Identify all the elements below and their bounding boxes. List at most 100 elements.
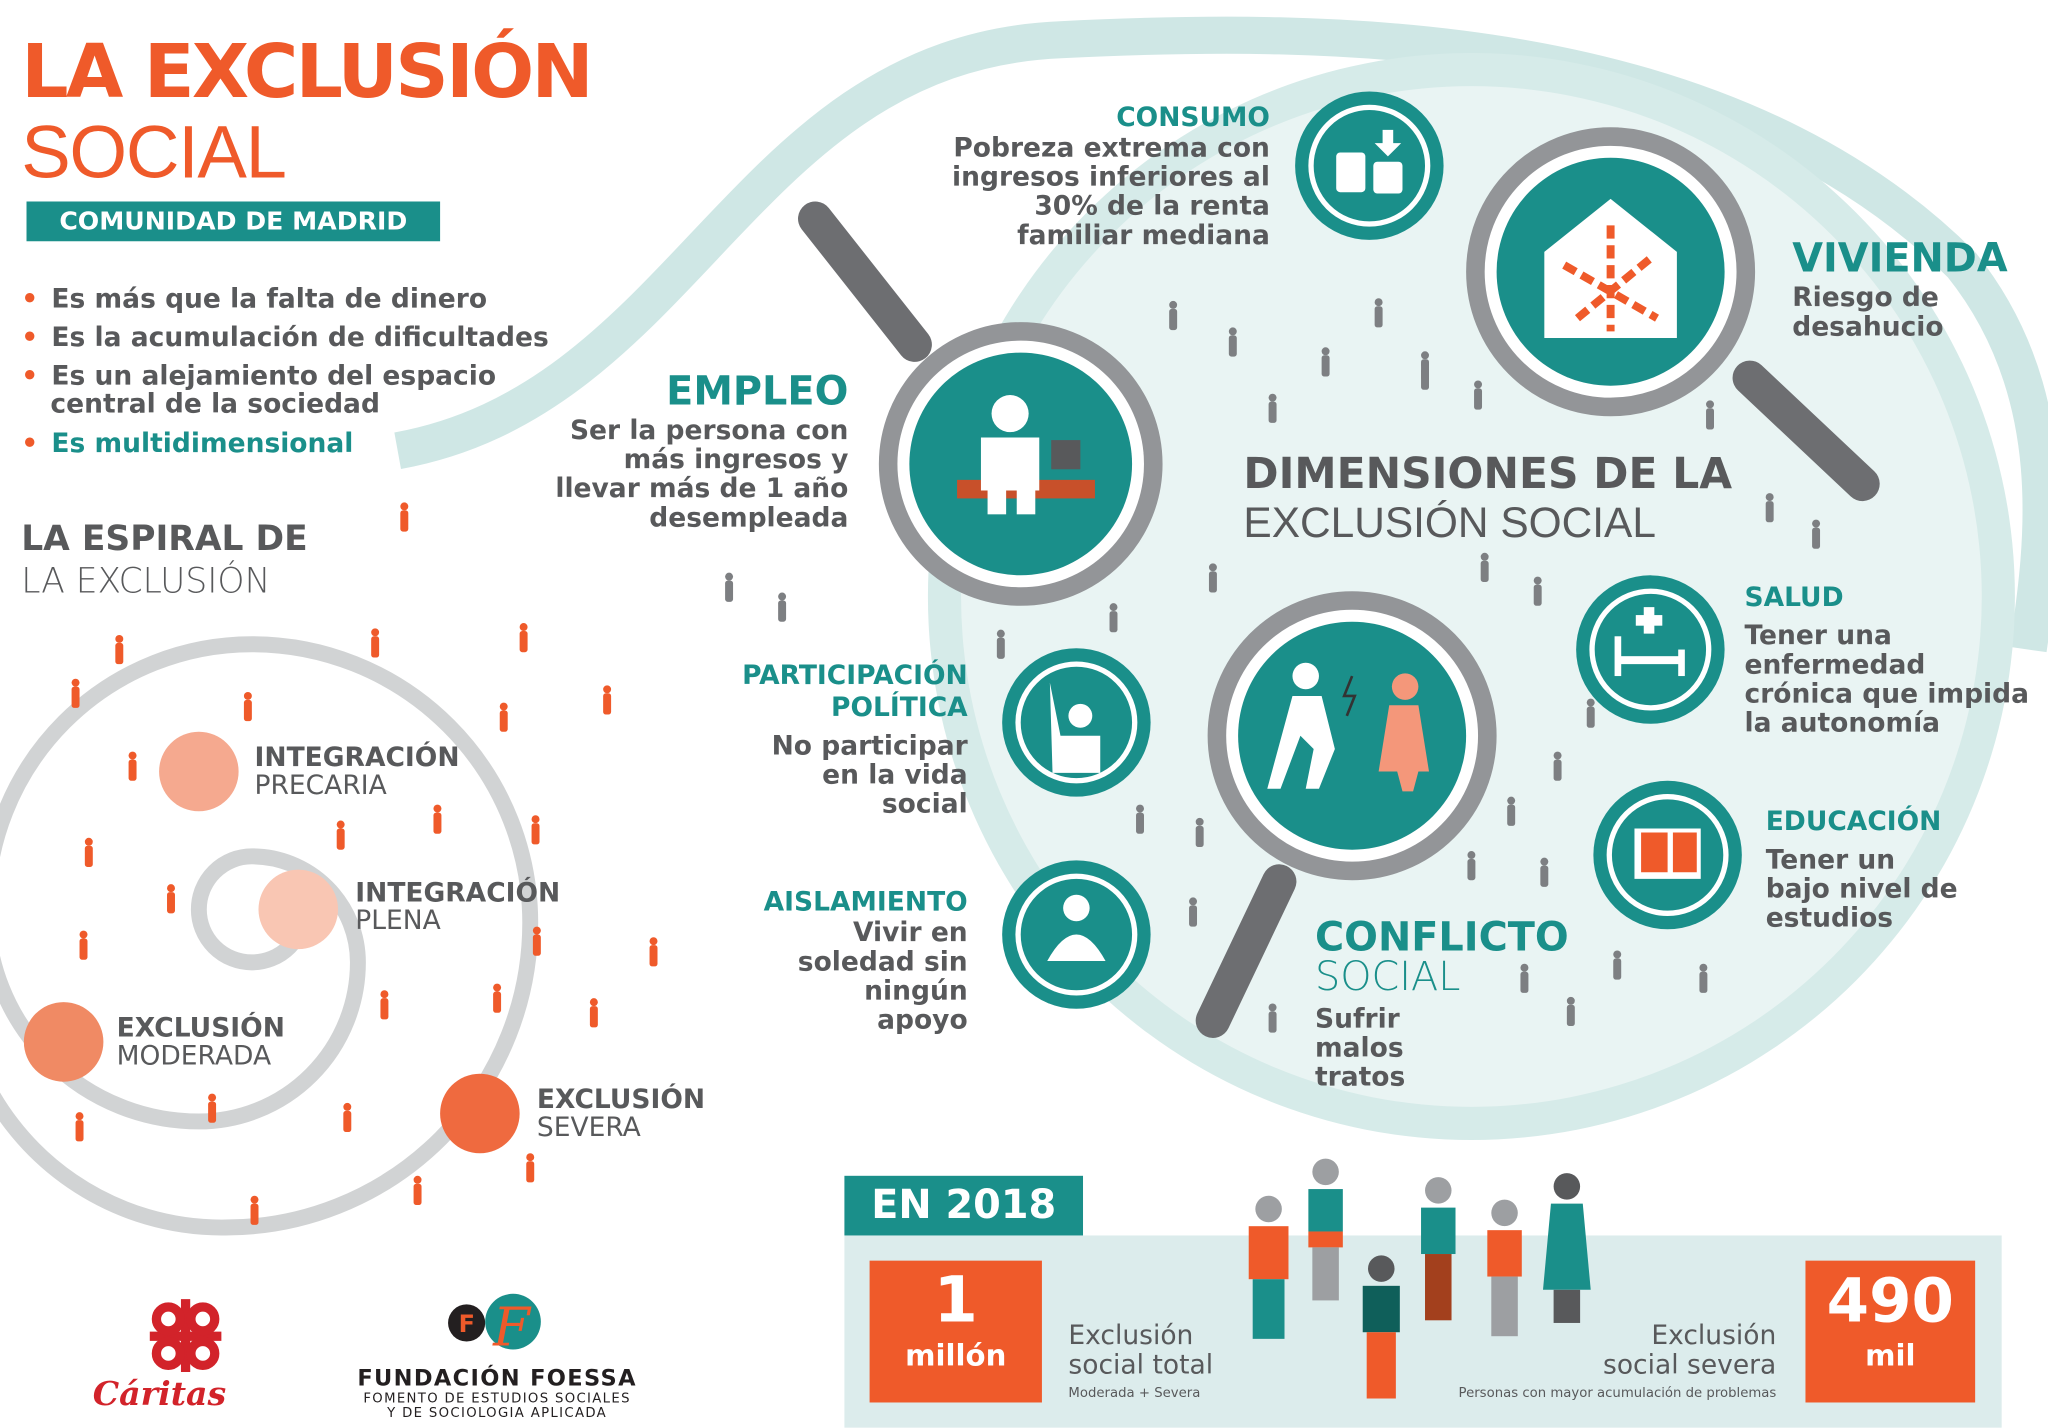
person-figure-icon: [1474, 380, 1483, 410]
person-figure-icon: [128, 751, 137, 781]
spiral-subtitle: LA EXCLUSIÓN: [21, 562, 271, 602]
person-figure-icon: [400, 502, 409, 532]
raised-hand-icon: [1049, 682, 1101, 773]
stage-dot-severa: [440, 1073, 520, 1154]
person-figure-icon: [71, 678, 80, 708]
person-figure-icon: [996, 629, 1005, 659]
person-figure-icon: [413, 1175, 422, 1205]
main-subtitle: SOCIAL: [21, 110, 287, 194]
person-figure-icon: [519, 623, 528, 653]
person-figure-icon: [75, 1112, 84, 1142]
main-title: LA EXCLUSIÓN: [21, 29, 593, 116]
person-figure-icon: [1228, 327, 1237, 357]
person-figure-icon: [1765, 493, 1774, 523]
person-figure-icon: [343, 1102, 352, 1133]
bullet: •Es multidimensional: [21, 426, 354, 459]
bullet: •Es la acumulación de dificultades: [21, 320, 549, 353]
caritas-logo-text: Cáritas: [92, 1374, 227, 1414]
person-figure-icon: [1480, 552, 1489, 582]
person-figure-icon: [649, 937, 658, 967]
person-figure-icon: [725, 572, 734, 602]
bullet: •Es más que la falta de dinero: [21, 282, 488, 315]
hospital-bed-icon: [1614, 607, 1685, 677]
unemployed-icon: [957, 395, 1095, 515]
person-figure-icon: [1706, 400, 1715, 430]
year-banner: EN 2018: [844, 1175, 1084, 1236]
people-group-illustration: [1248, 1158, 1591, 1399]
house-icon: [1544, 198, 1677, 339]
person-figure-icon: [1421, 360, 1429, 390]
person-figure-icon: [1208, 563, 1217, 593]
region-banner: COMUNIDAD DE MADRID: [26, 201, 441, 242]
person-figure-icon: [1195, 817, 1204, 848]
person-figure-icon: [1533, 576, 1542, 606]
person-figure-icon: [250, 1195, 259, 1225]
person-figure-icon: [336, 820, 345, 850]
person-figure-icon: [115, 634, 124, 665]
person-figure-icon: [1268, 393, 1277, 423]
book-icon: [1634, 828, 1701, 879]
person-figure-icon: [1699, 963, 1708, 993]
stage-dot-plena: [258, 869, 339, 950]
stage-dot-precaria: [159, 731, 239, 812]
person-figure-icon: [1566, 996, 1575, 1027]
person-figure-icon: [243, 691, 252, 722]
isolated-person-icon: [1047, 894, 1106, 962]
person-figure-icon: [79, 930, 88, 960]
person-figure-icon: [1169, 300, 1178, 331]
person-figure-icon: [493, 983, 502, 1013]
caritas-cross-logo: [149, 1299, 222, 1372]
spiral-title: LA ESPIRAL DE: [21, 519, 308, 560]
svg-text:F: F: [492, 1296, 532, 1358]
person-figure-icon: [1136, 804, 1144, 834]
stage-dot-moderada: [23, 1002, 104, 1082]
svg-text:F: F: [459, 1310, 475, 1338]
person-figure-icon: [532, 926, 541, 956]
person-figure-icon: [84, 837, 93, 867]
person-figure-icon: [526, 1153, 535, 1183]
person-figure-icon: [1553, 751, 1562, 781]
person-figure-icon: [1520, 963, 1529, 993]
person-figure-icon: [531, 815, 540, 845]
person-figure-icon: [603, 685, 612, 715]
person-figure-icon: [499, 702, 508, 732]
person-figure-icon: [1467, 851, 1476, 881]
bullet: •Es un alejamiento del espacio central d…: [21, 359, 497, 419]
person-figure-icon: [1189, 897, 1198, 927]
person-figure-icon: [1321, 347, 1330, 377]
person-figure-icon: [1613, 950, 1622, 980]
person-figure-icon: [371, 628, 380, 658]
person-figure-icon: [208, 1093, 217, 1123]
person-figure-icon: [1374, 298, 1383, 328]
person-figure-icon: [1540, 857, 1549, 887]
person-figure-icon: [778, 592, 787, 622]
person-figure-icon: [1812, 519, 1821, 549]
person-figure-icon: [1109, 603, 1118, 633]
fight-icon: [1267, 662, 1429, 792]
person-figure-icon: [1507, 796, 1516, 826]
person-figure-icon: [1586, 698, 1595, 728]
person-figure-icon: [380, 990, 389, 1020]
person-figure-icon: [1268, 1003, 1277, 1033]
